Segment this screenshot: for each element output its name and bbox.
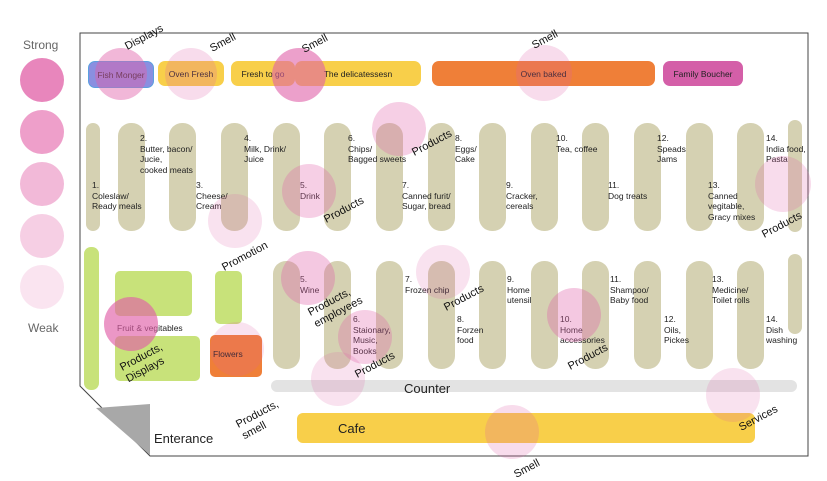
- counter-delicatessen: The delicatessesn: [295, 61, 421, 86]
- counter-label: Family Boucher: [673, 68, 733, 79]
- aisle: [273, 261, 300, 369]
- counter-fish-monger: Fish Monger: [88, 61, 154, 88]
- flower-stand: [215, 271, 242, 324]
- aisle: [737, 123, 764, 231]
- aisle: [273, 123, 300, 231]
- aisle: [376, 261, 403, 369]
- counter-family-boucher: Family Boucher: [663, 61, 743, 86]
- legend-circle-1: [20, 58, 64, 102]
- aisle-label-12b: 12.Oils,Pickes: [664, 314, 690, 345]
- aisle: [737, 261, 764, 369]
- aisle-label-13b: 13.Medicine/Toilet rolls: [712, 274, 750, 305]
- counter-oven-fresh: Oven Fresh: [158, 61, 224, 86]
- counter-oven-baked: Oven baked: [432, 61, 655, 86]
- left-wall-strip: [84, 247, 99, 390]
- aisle: [324, 123, 351, 231]
- cafe-label: Cafe: [338, 421, 366, 436]
- aisle: [479, 123, 506, 231]
- flowers-label: Flowers: [213, 349, 243, 359]
- aisle-label-6b: 6.Staionary,Music,Books: [353, 314, 391, 356]
- aisle: [118, 123, 145, 231]
- aisle-label-4: 4.Milk, Drink/Juice: [244, 133, 287, 164]
- aisle: [428, 123, 455, 231]
- aisle-label-5b: 5.Wine: [300, 274, 320, 295]
- counter-fresh-to-go: Fresh to go: [231, 61, 295, 86]
- aisle-label-1: 1.Coleslaw/Ready meals: [92, 180, 142, 211]
- entrance-label: Enterance: [154, 431, 214, 446]
- aisle: [428, 261, 455, 369]
- aisle-edge: [86, 123, 100, 231]
- aisle-label-2: 2.Butter, bacon/Jucie,cooked meats: [140, 133, 193, 175]
- entrance-arrow-icon: [96, 404, 150, 455]
- legend-strong-label: Strong: [23, 38, 59, 52]
- aisle-label-5: 5.Drink: [300, 180, 320, 201]
- legend-circle-4: [20, 214, 64, 258]
- legend-circle-2: [20, 110, 64, 154]
- aisle: [324, 261, 351, 369]
- flowers-section: [210, 335, 262, 377]
- counter-label: The delicatessesn: [323, 68, 393, 79]
- aisle-label-7b: 7.Frozen chip: [405, 274, 450, 295]
- aisle: [221, 123, 248, 231]
- aisle-label-14: 14.India food,Pasta: [766, 133, 806, 164]
- aisle-label-11b: 11.Shampoo/Baby food: [610, 274, 649, 305]
- checkout-counter: [271, 380, 797, 392]
- legend-weak-label: Weak: [28, 321, 59, 335]
- aisle-label-7: 7.Canned furit/Sugar, bread: [402, 180, 451, 211]
- aisle: [479, 261, 506, 369]
- fruit-stand-top: [115, 271, 192, 316]
- aisle: [634, 123, 661, 231]
- aisle-label-6: 6.Chips/Bagged sweets: [348, 133, 407, 164]
- aisle: [582, 123, 609, 231]
- aisle: [376, 123, 403, 231]
- legend-circle-3: [20, 162, 64, 206]
- aisle: [531, 261, 558, 369]
- counter-label: Fish Monger: [97, 69, 145, 80]
- aisle: [686, 261, 713, 369]
- aisle: [686, 123, 713, 231]
- aisle-edge: [788, 254, 802, 334]
- aisle-label-3: 3.Cheese/Cream: [196, 180, 228, 211]
- counter-label: Fresh to go: [241, 68, 285, 79]
- counter-label: Counter: [404, 381, 451, 396]
- aisle-label-9: 9.Cracker,cereals: [506, 180, 538, 211]
- counter-label: Oven baked: [520, 68, 567, 79]
- aisle-label-8: 8.Eggs/Cake: [455, 133, 477, 164]
- legend-circle-5: [20, 265, 64, 309]
- aisle: [634, 261, 661, 369]
- aisle: [169, 123, 196, 231]
- fruit-label: Fruit & vegitables: [117, 323, 183, 333]
- aisle-edge: [788, 120, 802, 232]
- aisle-label-11: 11.Dog treats: [608, 180, 648, 201]
- cafe-section: [297, 413, 755, 443]
- aisle-label-10: 10.Tea, coffee: [556, 133, 598, 154]
- aisle: [531, 123, 558, 231]
- counter-label: Oven Fresh: [168, 68, 214, 79]
- aisle: [582, 261, 609, 369]
